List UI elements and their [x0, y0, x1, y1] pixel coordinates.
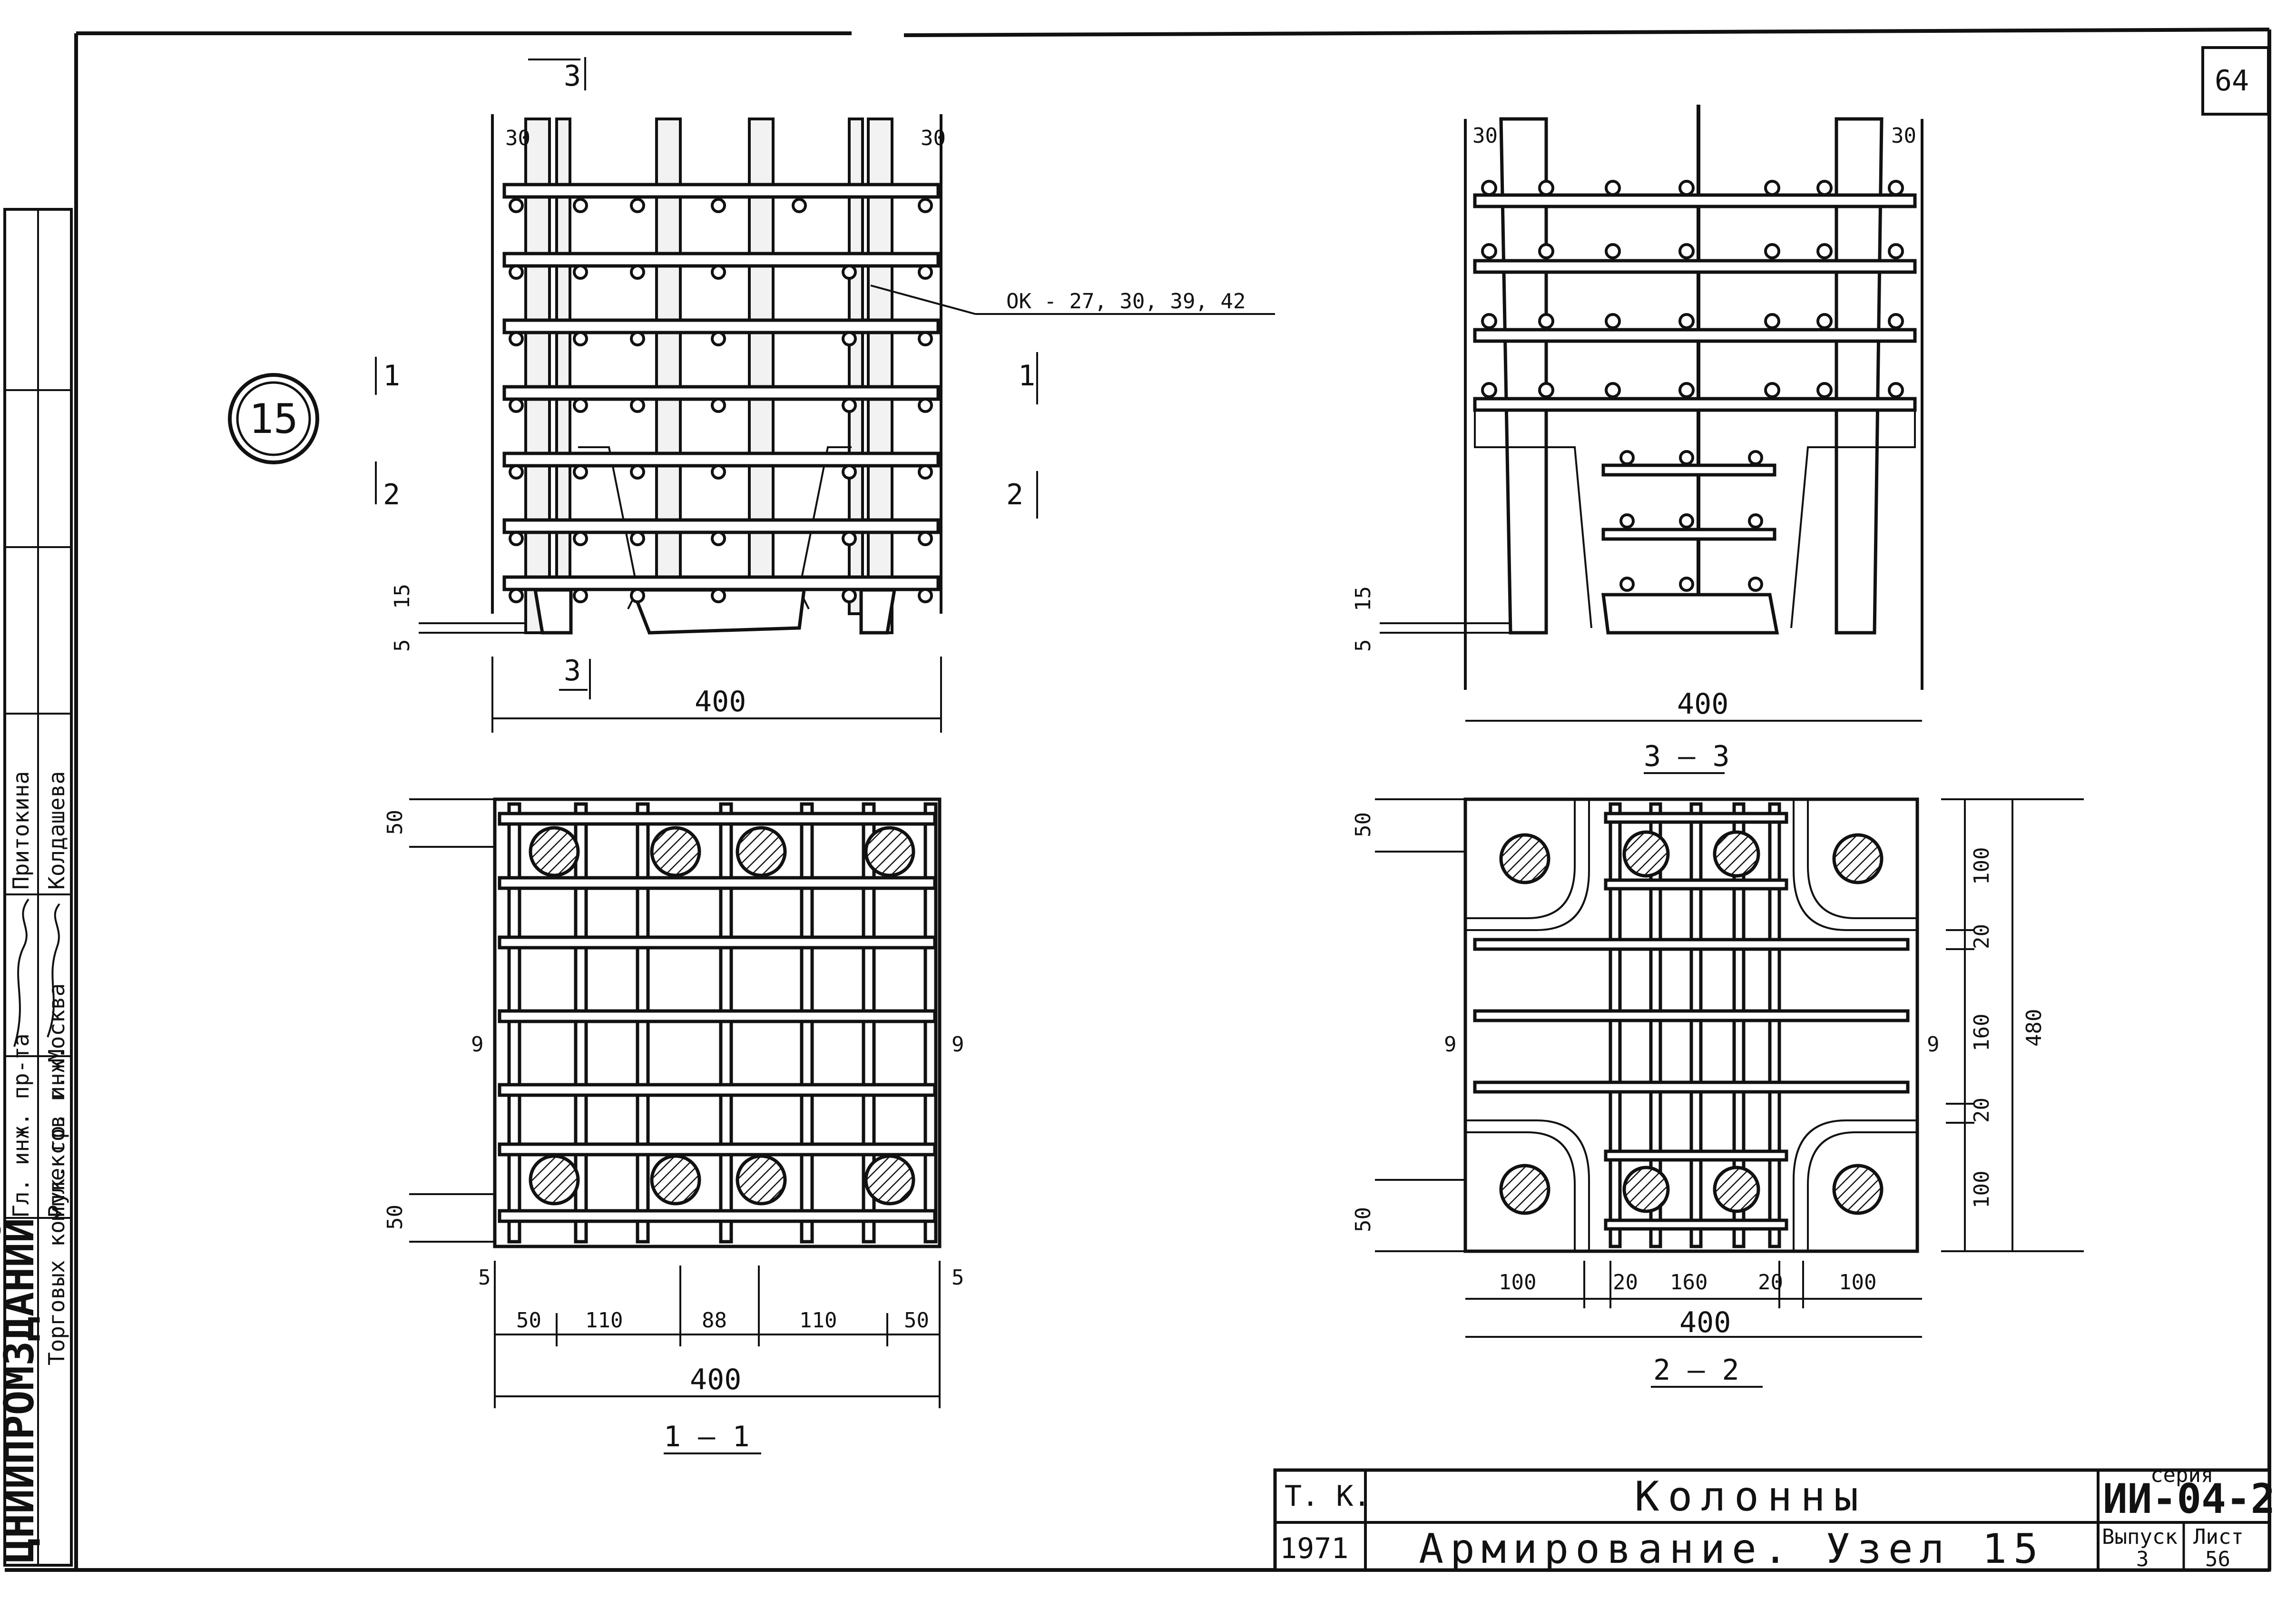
s22-dim-100-bottom: 100 — [1970, 1171, 1994, 1208]
node-number: 15 — [249, 395, 298, 443]
dim-15-elevation: 15 — [390, 584, 414, 609]
callout-label: ОК - 27, 30, 39, 42 — [1006, 289, 1246, 314]
series-code: ИИ-04-2 — [2103, 1475, 2275, 1523]
issue-number: 3 — [2136, 1547, 2149, 1571]
stamp-org: ЦНИИПРОМЗДАНИЙ — [0, 1218, 43, 1563]
section-title-3-3: 3 — 3 — [1644, 740, 1730, 773]
issue-label: Выпуск — [2102, 1525, 2178, 1549]
s33-dim-5: 5 — [1351, 639, 1375, 652]
s33-dim-15: 15 — [1351, 586, 1375, 611]
s22-dim-9-left: 9 — [1444, 1032, 1457, 1057]
section-3-3-view: 30 30 400 15 5 3 — 3 — [1351, 105, 1923, 774]
node-number-marker: 15 — [228, 373, 319, 464]
signature-1 — [13, 898, 29, 1047]
s11-dim-5-left: 5 — [478, 1265, 491, 1290]
s22-dim-160-side: 160 — [1970, 1014, 1994, 1051]
s22-dim-100-a: 100 — [1499, 1270, 1536, 1295]
stamp-name-2: Колдашева — [44, 771, 69, 890]
sheet-count: 56 — [2205, 1547, 2230, 1571]
section-2-2-main-rods — [1499, 830, 1884, 1215]
stamp-role-2: Рук. гр. инж. — [44, 1047, 69, 1218]
section-mark-2-right: 2 — [1006, 478, 1023, 511]
sheet-frame — [5, 28, 2271, 1572]
section-title-2-2: 2 — 2 — [1653, 1354, 1739, 1387]
title-sub: Армирование. Узел 15 — [1419, 1525, 2045, 1573]
s11-dim-50-top: 50 — [383, 810, 407, 835]
series-label: серия — [2150, 1463, 2213, 1487]
rebar-node-rings — [509, 198, 933, 603]
s11-dim-50-bottom: 50 — [383, 1205, 407, 1230]
stamp-org2: Торговых комплексов г. Москва — [44, 983, 69, 1365]
section-mark-3-top: 3 — [564, 59, 581, 93]
sheet-number-box: 64 — [2201, 46, 2270, 116]
section-3-3-rings — [1481, 180, 1904, 592]
s11-dim-9-left: 9 — [471, 1032, 484, 1057]
section-1-1-view: 50 50 9 9 50 110 88 110 50 400 5 5 1 — 1 — [383, 797, 964, 1454]
s11-dim-110-a: 110 — [585, 1308, 623, 1333]
elevation-view: 30 30 ОК - 27, 30, 39, 42 3 3 1 2 1 2 40… — [375, 57, 1275, 733]
s22-dim-100-top: 100 — [1970, 847, 1994, 885]
stamp-role-1: Гл. инж. пр-та — [8, 1033, 34, 1218]
side-stamp: ЦНИИПРОМЗДАНИЙ Торговых комплексов г. Мо… — [0, 208, 73, 1567]
s11-dim-110-b: 110 — [799, 1308, 837, 1333]
s11-dim-88: 88 — [702, 1308, 727, 1333]
s22-dim-9-right: 9 — [1927, 1032, 1940, 1057]
stamp-name-1: Притокина — [8, 771, 34, 890]
s22-dim-50-top: 50 — [1351, 812, 1375, 837]
section-mark-3-bottom: 3 — [564, 654, 581, 687]
section-mark-1-right: 1 — [1018, 359, 1035, 392]
s33-dim-30-right: 30 — [1891, 124, 1916, 148]
section-title-1-1: 1 — 1 — [664, 1420, 750, 1453]
s22-dim-100-b: 100 — [1839, 1270, 1876, 1295]
s11-dim-50-b: 50 — [904, 1308, 929, 1333]
dim-5-elevation: 5 — [390, 639, 414, 652]
s11-dim-9-right: 9 — [952, 1032, 964, 1057]
s11-dim-5-right: 5 — [952, 1265, 964, 1290]
s11-dim-50-a: 50 — [516, 1308, 541, 1333]
s22-dim-480: 480 — [2022, 1009, 2046, 1047]
dim-30-left: 30 — [505, 126, 530, 150]
sheet-number: 64 — [2215, 64, 2249, 98]
dim-400-s33: 400 — [1677, 687, 1728, 721]
section-mark-2-left: 2 — [383, 478, 400, 511]
s22-dim-20-b: 20 — [1758, 1270, 1783, 1295]
sheet-label: Лист — [2193, 1525, 2244, 1549]
dim-400-s22: 400 — [1679, 1306, 1731, 1339]
section-2-2-view: 100 20 160 20 100 480 50 50 9 9 100 20 1… — [1351, 797, 2084, 1388]
section-1-1-main-rods — [529, 826, 915, 1206]
s22-dim-50-bottom: 50 — [1351, 1207, 1375, 1232]
title-main: Колонны — [1635, 1473, 1867, 1521]
title-block: Т. К. 1971 Колонны Армирование. Узел 15 … — [1273, 1463, 2275, 1573]
dim-30-right: 30 — [921, 126, 946, 150]
signature-2 — [47, 903, 60, 1038]
section-mark-1-left: 1 — [383, 359, 400, 392]
dim-400-s11: 400 — [690, 1363, 741, 1396]
title-tk: Т. К. — [1285, 1480, 1371, 1513]
s33-dim-30-left: 30 — [1472, 124, 1498, 148]
s22-dim-160: 160 — [1670, 1270, 1707, 1295]
s22-dim-20-top: 20 — [1970, 924, 1994, 949]
s22-dim-20-a: 20 — [1613, 1270, 1638, 1295]
dim-400-elevation: 400 — [695, 685, 746, 718]
title-year: 1971 — [1280, 1532, 1349, 1565]
s22-dim-20-bottom: 20 — [1970, 1098, 1994, 1123]
